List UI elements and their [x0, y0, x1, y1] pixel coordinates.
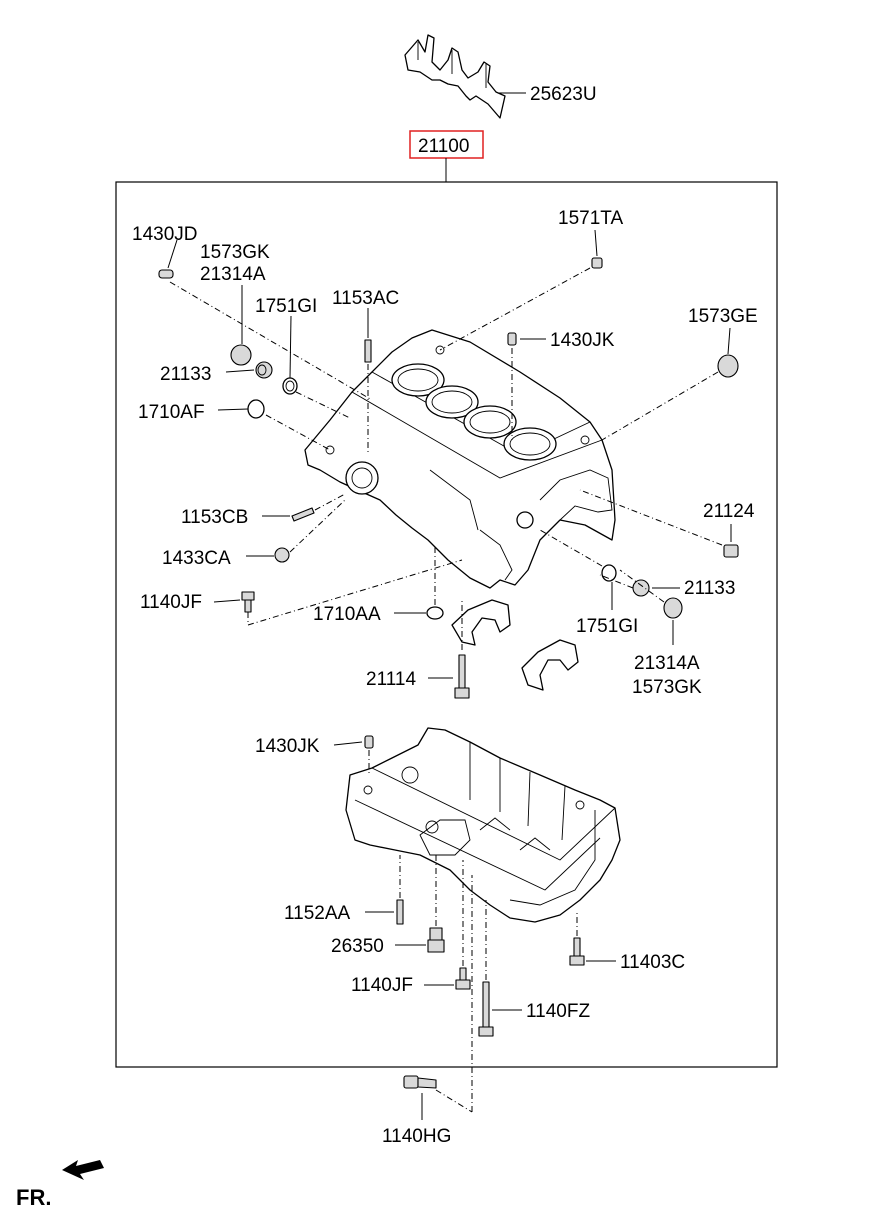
label-1140JF-upper: 1140JF — [140, 592, 202, 613]
front-label: FR. — [16, 1185, 51, 1210]
plug-1573GK-upper — [230, 344, 252, 366]
label-1751GI-lower: 1751GI — [576, 616, 638, 637]
label-1710AF: 1710AF — [138, 402, 205, 423]
oring-1710AF — [247, 399, 265, 419]
seal-21133-lower — [632, 579, 650, 597]
stud-1153AC — [364, 339, 372, 363]
label-1140HG: 1140HG — [382, 1126, 451, 1147]
dowel-21124 — [723, 544, 739, 558]
label-1152AA: 1152AA — [284, 903, 351, 924]
label-1153CB: 1153CB — [181, 507, 248, 528]
stud-1152AA — [396, 899, 404, 925]
oring-1751GI-lower — [601, 564, 617, 582]
label-1433CA: 1433CA — [162, 548, 231, 569]
label-25623U: 25623U — [530, 84, 597, 105]
bolt-1140JF-upper — [241, 591, 255, 613]
label-26350: 26350 — [331, 936, 384, 957]
label-21124: 21124 — [703, 501, 755, 522]
plug-1433CA — [274, 547, 290, 563]
bolt-1140HG — [403, 1075, 437, 1089]
bolt-1140JF-lower — [455, 967, 471, 990]
label-1153AC: 1153AC — [332, 288, 399, 309]
plug-1571TA — [591, 257, 603, 269]
label-1430JK-lower: 1430JK — [255, 736, 320, 757]
label-1430JK-upper: 1430JK — [550, 330, 615, 351]
label-11403C: 11403C — [620, 952, 685, 973]
oring-1751GI-upper — [282, 377, 298, 395]
label-21133-upper: 21133 — [160, 364, 211, 385]
dowel-1430JK-lower — [364, 735, 374, 749]
bolt-21114 — [454, 654, 470, 699]
label-21314A-lower: 21314A — [634, 653, 700, 674]
label-1571TA: 1571TA — [558, 208, 623, 229]
label-1710AA: 1710AA — [313, 604, 381, 625]
label-1751GI-upper: 1751GI — [255, 296, 317, 317]
sensor-26350 — [427, 927, 445, 953]
bolt-1140FZ — [478, 981, 494, 1037]
label-1430JD: 1430JD — [132, 224, 198, 245]
assembly-frame — [115, 181, 778, 1068]
label-21100[interactable]: 21100 — [418, 136, 469, 157]
label-1573GE: 1573GE — [688, 306, 758, 327]
label-1140FZ: 1140FZ — [526, 1001, 590, 1022]
label-21133-lower: 21133 — [684, 578, 735, 599]
label-1573GK-upper: 1573GK — [200, 242, 270, 263]
plug-1573GE — [717, 354, 739, 378]
plug-21314A-lower — [663, 597, 683, 619]
bolt-11403C — [569, 937, 585, 966]
lower-crankcase-part — [345, 727, 621, 923]
label-21114: 21114 — [366, 669, 416, 690]
label-1573GK-lower: 1573GK — [632, 677, 702, 698]
bearing-cap-part — [451, 599, 579, 691]
label-1140JF-lower: 1140JF — [351, 975, 413, 996]
label-21314A-upper: 21314A — [200, 264, 266, 285]
seal-21133-upper — [255, 361, 273, 379]
oring-1710AA — [426, 606, 444, 620]
dowel-pin-1430JD — [158, 269, 174, 279]
dowel-1430JK-upper — [507, 332, 517, 346]
bolt-1153CB — [291, 507, 315, 522]
cylinder-block-part — [304, 329, 616, 589]
front-arrow-icon — [62, 1160, 104, 1180]
exhaust-gasket-part — [404, 34, 506, 119]
